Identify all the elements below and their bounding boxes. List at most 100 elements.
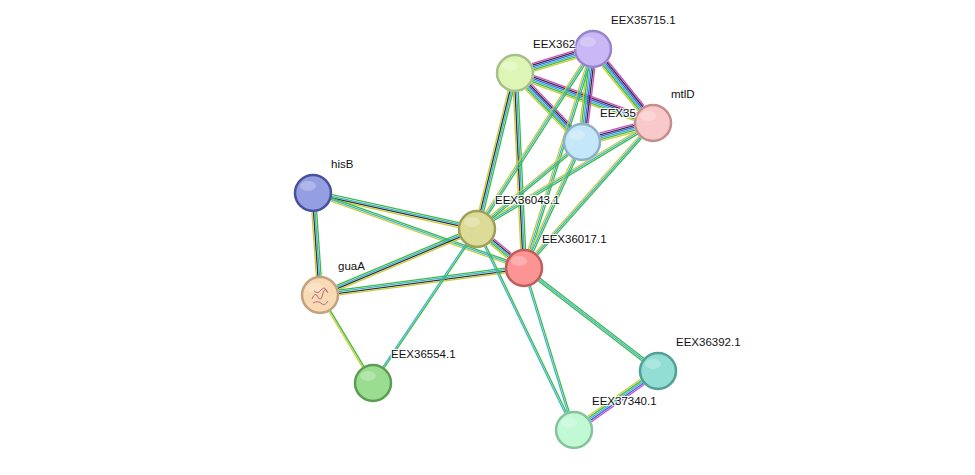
node-fill bbox=[302, 277, 338, 313]
node-circle bbox=[353, 363, 393, 403]
node-fill bbox=[459, 211, 495, 247]
node-label: hisB bbox=[331, 158, 353, 170]
node-circle bbox=[573, 29, 613, 69]
interaction-edge bbox=[529, 286, 569, 412]
protein-node: EEX362 bbox=[495, 53, 535, 93]
node-highlight bbox=[511, 256, 527, 266]
evidence-line bbox=[540, 278, 644, 358]
node-fill bbox=[564, 124, 600, 160]
evidence-line bbox=[606, 63, 642, 107]
node-fill bbox=[295, 175, 331, 211]
evidence-line bbox=[607, 62, 643, 106]
structure-thumbnail bbox=[312, 288, 328, 305]
node-label: EEX35 bbox=[600, 107, 636, 119]
node-label: EEX36043.1 bbox=[495, 194, 560, 206]
node-label: EEX36392.1 bbox=[676, 336, 741, 348]
interaction-edge bbox=[485, 246, 567, 413]
evidence-line bbox=[383, 244, 466, 367]
interaction-edge bbox=[329, 311, 364, 367]
evidence-line bbox=[384, 245, 467, 368]
evidence-line bbox=[539, 280, 643, 360]
protein-node: guaA bbox=[300, 275, 340, 315]
evidence-line bbox=[330, 311, 363, 366]
node-fill bbox=[640, 353, 676, 389]
evidence-line bbox=[491, 153, 567, 216]
node-highlight bbox=[645, 359, 661, 369]
protein-node: mtlD bbox=[633, 103, 673, 143]
node-highlight bbox=[502, 61, 518, 71]
evidence-line bbox=[339, 273, 505, 295]
evidence-line bbox=[530, 286, 569, 412]
evidence-line bbox=[492, 154, 568, 217]
evidence-line bbox=[493, 155, 569, 218]
evidence-line bbox=[485, 246, 565, 413]
evidence-line bbox=[608, 61, 644, 105]
interaction-edge bbox=[491, 153, 569, 218]
node-circle bbox=[457, 209, 497, 249]
evidence-line bbox=[531, 84, 572, 126]
evidence-line bbox=[481, 91, 510, 210]
interaction-edge bbox=[383, 244, 467, 367]
node-highlight bbox=[360, 371, 376, 381]
node-highlight bbox=[569, 130, 585, 140]
interaction-edge bbox=[532, 51, 576, 71]
node-circle bbox=[300, 275, 340, 315]
protein-node: EEX35715.1 bbox=[573, 29, 613, 69]
evidence-line bbox=[534, 58, 576, 71]
node-highlight bbox=[464, 217, 480, 227]
node-label: mtlD bbox=[671, 88, 695, 100]
node-fill bbox=[575, 31, 611, 67]
node-circle bbox=[293, 173, 333, 213]
protein-node: hisB bbox=[293, 173, 333, 213]
node-label: EEX36017.1 bbox=[542, 233, 607, 245]
evidence-line bbox=[492, 241, 510, 256]
node-label: EEX37340.1 bbox=[592, 395, 657, 407]
interaction-edge bbox=[490, 239, 512, 259]
interaction-edge bbox=[479, 91, 513, 211]
evidence-line bbox=[330, 201, 505, 263]
evidence-line bbox=[486, 246, 566, 413]
protein-node: EEX36554.1 bbox=[353, 363, 393, 403]
evidence-line bbox=[602, 66, 638, 110]
evidence-line bbox=[479, 91, 508, 210]
node-fill bbox=[635, 105, 671, 141]
node-circle bbox=[638, 351, 678, 391]
node-circle bbox=[554, 410, 594, 450]
evidence-line bbox=[482, 92, 511, 211]
evidence-line bbox=[603, 65, 639, 109]
node-fill bbox=[355, 365, 391, 401]
interaction-edge bbox=[339, 268, 506, 295]
evidence-line bbox=[490, 244, 508, 259]
evidence-line bbox=[538, 281, 642, 361]
node-highlight bbox=[561, 418, 577, 428]
evidence-line bbox=[529, 286, 568, 412]
interaction-edge bbox=[538, 278, 644, 360]
node-label: EEX362 bbox=[533, 38, 575, 50]
evidence-line bbox=[339, 271, 505, 293]
evidence-line bbox=[491, 242, 509, 257]
evidence-line bbox=[339, 270, 505, 292]
node-label: guaA bbox=[338, 260, 365, 272]
node-highlight bbox=[300, 181, 316, 191]
protein-node: EEX37340.1 bbox=[554, 410, 594, 450]
evidence-line bbox=[517, 92, 524, 249]
node-circle bbox=[495, 53, 535, 93]
node-highlight bbox=[580, 37, 596, 47]
evidence-line bbox=[494, 239, 512, 254]
node-circle bbox=[562, 122, 602, 162]
evidence-line bbox=[493, 240, 511, 255]
evidence-line bbox=[533, 55, 575, 68]
protein-node: EEX36043.1 bbox=[457, 209, 497, 249]
node-label: EEX36554.1 bbox=[391, 348, 456, 360]
evidence-line bbox=[604, 64, 640, 108]
node-circle bbox=[504, 248, 544, 288]
interaction-edge bbox=[312, 212, 321, 276]
node-fill bbox=[556, 412, 592, 448]
protein-node: EEX36392.1 bbox=[638, 351, 678, 391]
node-highlight bbox=[640, 111, 656, 121]
evidence-line bbox=[329, 312, 362, 367]
node-fill bbox=[506, 250, 542, 286]
node-label: EEX35715.1 bbox=[611, 14, 676, 26]
interaction-edge bbox=[602, 61, 644, 111]
